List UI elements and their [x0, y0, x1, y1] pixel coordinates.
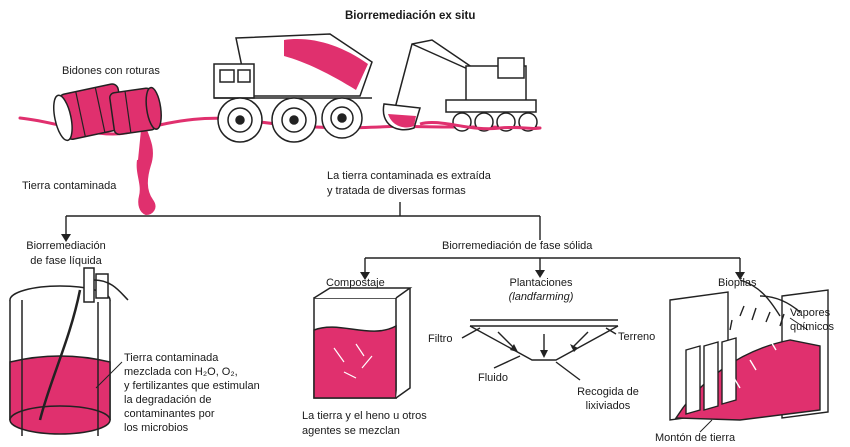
label-fluido: Fluido — [478, 372, 508, 384]
label-tank-line-6: los microbios — [124, 422, 189, 434]
label-tank-line-4: la degradación de — [124, 394, 212, 406]
contaminant-drip — [136, 119, 156, 216]
label-tank-line-5: contaminantes por — [124, 408, 215, 420]
landfarming-arrowheads — [510, 344, 578, 358]
label-extracted-line-2: y tratada de diversas formas — [327, 185, 466, 197]
compost-box-illustration — [313, 287, 413, 399]
label-extracted-line-1: La tierra contaminada es extraída — [327, 170, 491, 182]
label-solid-phase: Biorremediación de fase sólida — [442, 240, 593, 252]
dump-truck-illustration — [213, 33, 373, 143]
connector-tree — [65, 202, 741, 274]
leaking-drums-illustration — [53, 83, 162, 142]
tank-label-leader — [95, 361, 123, 389]
label-compost: Compostaje — [326, 277, 385, 289]
label-vapores-line-2: químicos — [790, 321, 835, 333]
label-tank-line-1: Tierra contaminada — [124, 352, 219, 364]
label-liquid-phase-line-1: Biorremediación — [26, 240, 106, 252]
liquid-phase-tank-illustration — [9, 267, 129, 436]
label-recogida-line-2: lixiviados — [585, 400, 631, 412]
biopile-illustration — [669, 279, 829, 421]
label-mix-line-1: La tierra y el heno u otros — [302, 410, 427, 422]
label-landfarming-line-1: Plantaciones — [509, 277, 573, 289]
landfarming-illustration — [461, 319, 619, 381]
vapores-leader — [789, 317, 809, 331]
label-mix-line-2: agentes se mezclan — [302, 425, 400, 437]
excavator-illustration — [382, 39, 541, 132]
label-monton: Montón de tierra — [655, 432, 736, 444]
label-landfarming-line-2: (landfarming) — [508, 291, 574, 303]
label-tank-line-3: y fertilizantes que estimulan — [124, 380, 260, 392]
label-drums: Bidones con roturas — [62, 65, 160, 77]
label-biopiles: Biopilas — [718, 277, 757, 289]
connector-arrowheads — [61, 234, 745, 280]
label-terreno: Terreno — [618, 331, 656, 343]
label-vapores-line-1: Vapores — [790, 307, 831, 319]
label-liquid-phase-line-2: de fase líquida — [30, 255, 102, 267]
label-tank-line-2: mezclada con H₂O, O₂, — [124, 366, 238, 378]
label-filtro: Filtro — [428, 333, 453, 345]
label-contaminated-soil: Tierra contaminada — [22, 180, 117, 192]
diagram-title: Biorremediación ex situ — [345, 10, 476, 22]
monton-leader — [699, 419, 713, 433]
label-recogida-line-1: Recogida de — [577, 386, 639, 398]
